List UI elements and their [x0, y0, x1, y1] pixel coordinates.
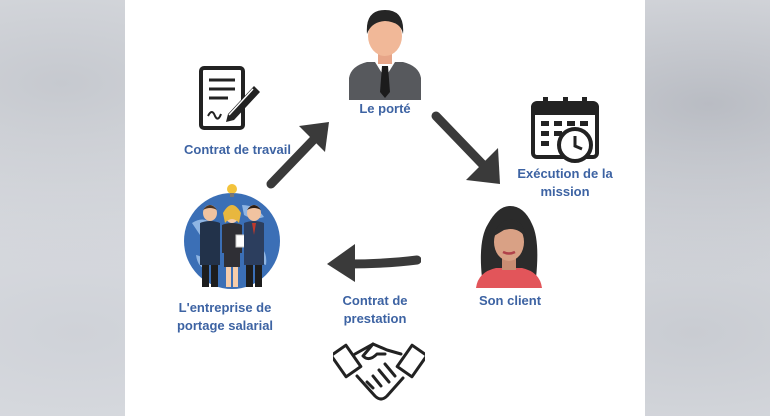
handshake-icon	[333, 330, 425, 406]
arrow-left-icon	[325, 240, 421, 284]
label-contrat-de-prestation: Contrat de prestation	[342, 293, 408, 326]
calendar-clock-icon	[529, 95, 605, 165]
label-entreprise-portage: L'entreprise de portage salarial	[176, 300, 274, 333]
businessman-icon	[347, 4, 423, 100]
diagram-panel: Le porté Contrat de travail	[125, 0, 645, 416]
arrow-up-right-icon	[263, 118, 337, 192]
label-contrat-de-travail: Contrat de travail	[184, 142, 291, 157]
woman-avatar-icon	[474, 204, 544, 288]
team-globe-icon	[172, 183, 292, 291]
label-son-client: Son client	[478, 293, 542, 308]
arrow-down-right-icon	[430, 110, 506, 190]
label-execution-mission: Exécution de la mission	[517, 166, 613, 199]
label-le-porte: Le porté	[359, 101, 411, 116]
contract-icon	[198, 64, 262, 134]
